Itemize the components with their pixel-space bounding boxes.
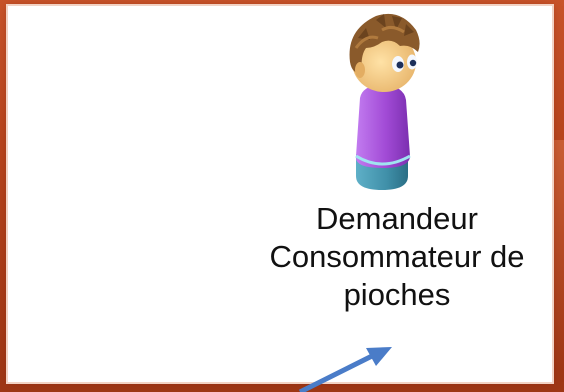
caption-line-consumer: Consommateur de (269, 239, 525, 274)
caption-line-object: pioches (343, 277, 451, 312)
person-figure-icon (349, 13, 420, 190)
caption-line-role: Demandeur (316, 201, 478, 236)
figure-caption: Demandeur Consommateur de pioches (232, 200, 562, 314)
panel-tab (178, 6, 402, 16)
slide-panel (8, 6, 552, 382)
